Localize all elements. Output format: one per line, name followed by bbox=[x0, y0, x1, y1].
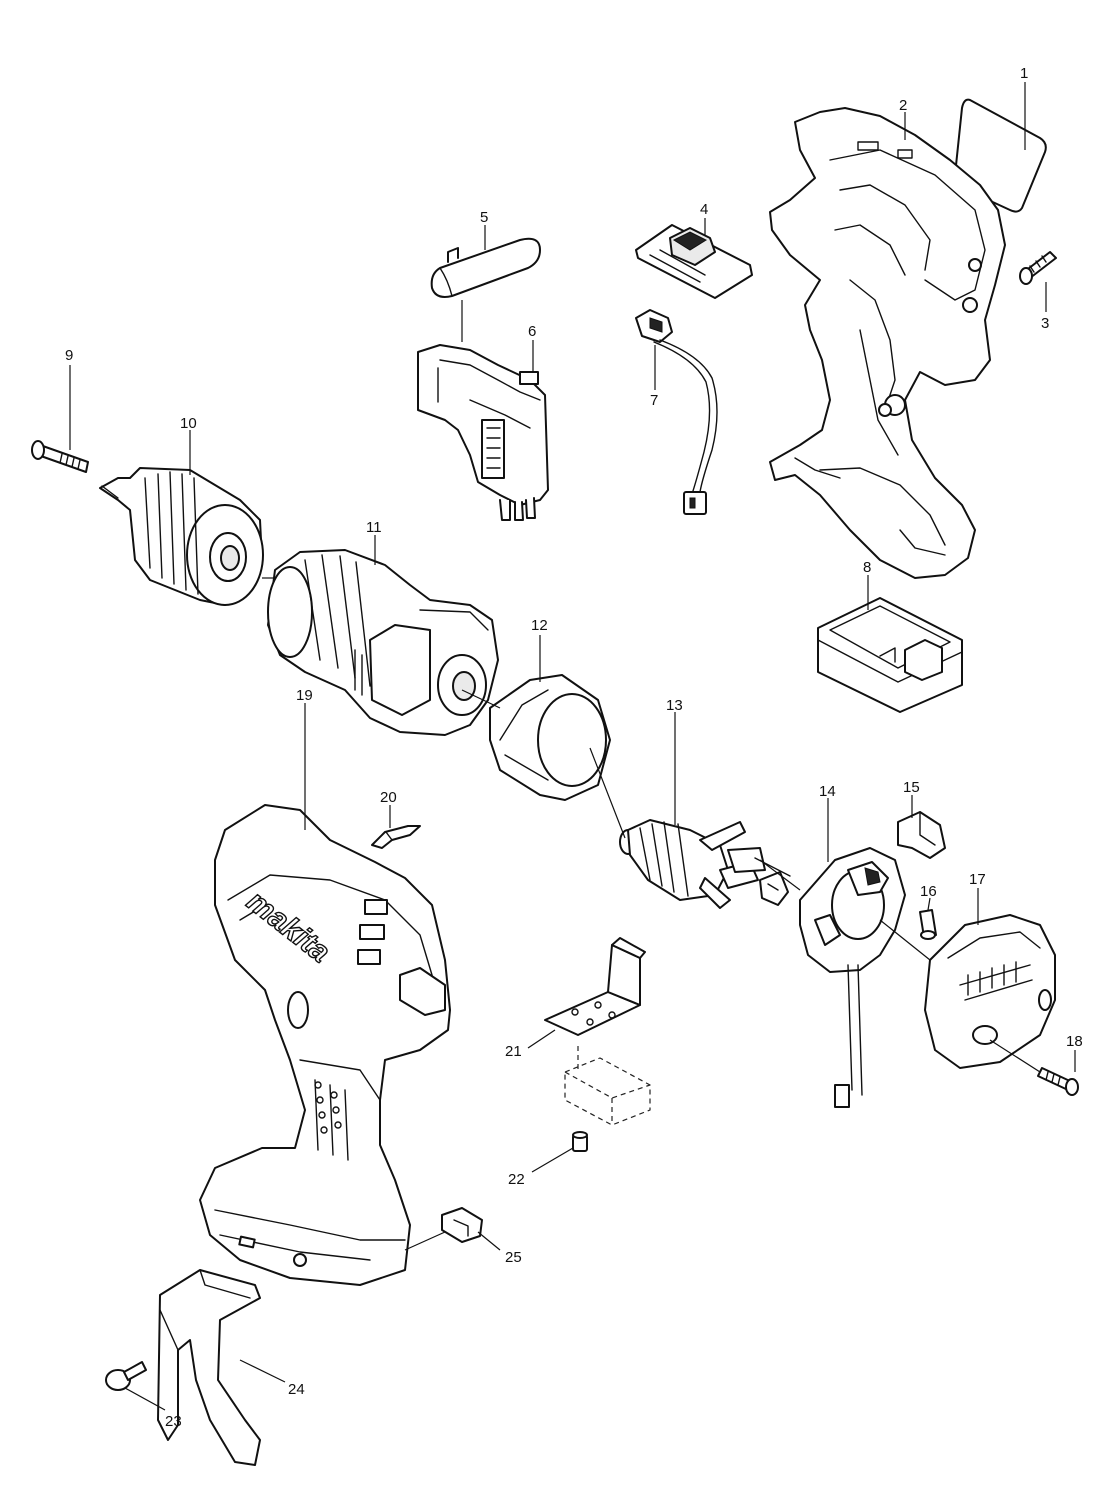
part-6-switch bbox=[417, 344, 549, 521]
part-9-screw bbox=[31, 440, 89, 473]
callout-15: 15 bbox=[903, 779, 920, 796]
callout-20: 20 bbox=[380, 789, 397, 806]
part-23-screw bbox=[105, 1361, 147, 1391]
callout-6: 6 bbox=[528, 323, 536, 340]
part-19-housing-left: makita bbox=[199, 804, 451, 1286]
callout-25: 25 bbox=[505, 1249, 522, 1266]
part-22-screw bbox=[572, 1131, 588, 1152]
callout-3: 3 bbox=[1041, 315, 1049, 332]
callout-19: 19 bbox=[296, 687, 313, 704]
callout-numbers: 1 2 3 4 5 6 7 8 9 10 11 12 13 14 15 16 1… bbox=[65, 65, 1083, 1430]
callout-11: 11 bbox=[366, 519, 382, 536]
callout-24: 24 bbox=[288, 1381, 305, 1398]
part-8-terminal-base bbox=[817, 597, 963, 713]
callout-10: 10 bbox=[180, 415, 197, 432]
leader-lines bbox=[69, 82, 1076, 1411]
callout-12: 12 bbox=[531, 617, 548, 634]
part-15-brush-clip bbox=[897, 811, 946, 859]
callout-14: 14 bbox=[819, 783, 836, 800]
callout-9: 9 bbox=[65, 347, 73, 364]
part-12-motor-yoke bbox=[489, 674, 611, 801]
callout-17: 17 bbox=[969, 871, 986, 888]
callout-23: 23 bbox=[165, 1413, 182, 1430]
callout-1: 1 bbox=[1020, 65, 1028, 82]
part-5-switch-cover bbox=[430, 237, 541, 342]
part-21-bracket bbox=[544, 937, 646, 1036]
part-10-chuck bbox=[99, 467, 264, 606]
part-2-housing-right bbox=[769, 107, 1006, 579]
callout-4: 4 bbox=[700, 201, 708, 218]
part-24-belt-hook bbox=[157, 1269, 261, 1466]
part-4-switch-lever bbox=[635, 224, 753, 299]
part-18-screw bbox=[1037, 1067, 1079, 1096]
phantom-part-outline bbox=[564, 1046, 651, 1126]
part-7-wiring bbox=[635, 309, 718, 515]
callout-2: 2 bbox=[899, 97, 907, 114]
callout-21: 21 bbox=[505, 1043, 522, 1060]
part-25-clip bbox=[441, 1207, 483, 1243]
part-20-spring-clip bbox=[371, 825, 421, 849]
callout-16: 16 bbox=[920, 883, 937, 900]
part-11-gear-assembly bbox=[267, 549, 499, 736]
callout-8: 8 bbox=[863, 559, 871, 576]
callout-18: 18 bbox=[1066, 1033, 1083, 1050]
callout-22: 22 bbox=[508, 1171, 525, 1188]
callout-7: 7 bbox=[650, 392, 658, 409]
part-14-brush-holder bbox=[759, 847, 906, 1108]
part-17-rear-cover bbox=[924, 914, 1056, 1069]
callout-13: 13 bbox=[666, 697, 683, 714]
part-3-screw bbox=[1019, 251, 1057, 285]
part-16-bushing bbox=[919, 909, 937, 940]
callout-5: 5 bbox=[480, 209, 488, 226]
